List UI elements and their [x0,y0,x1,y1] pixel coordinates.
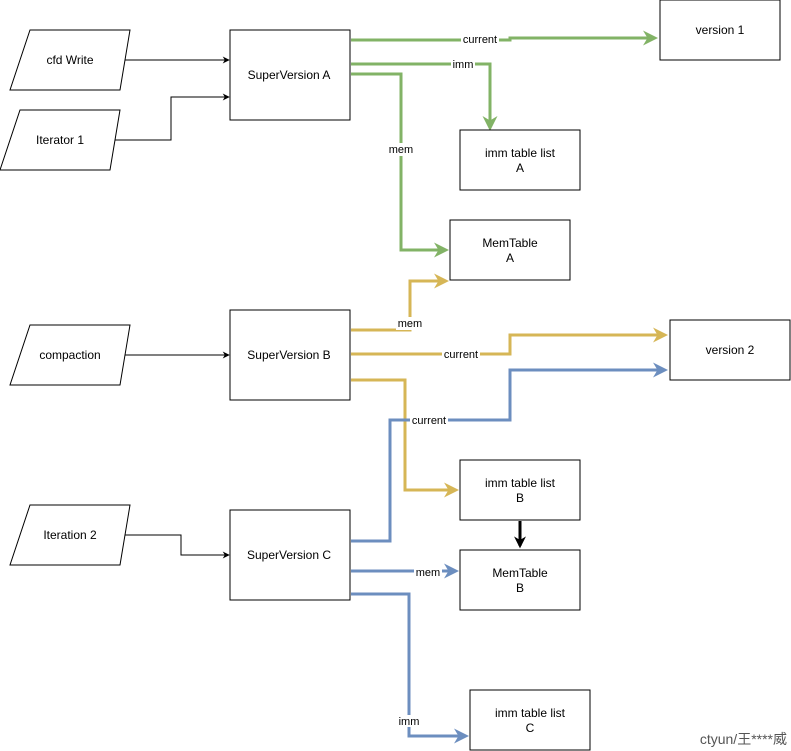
svg-text:cfd Write: cfd Write [46,53,93,67]
watermark: ctyun/王****威 [699,731,787,747]
input-iteration-2: Iteration 2 [9,504,131,566]
edge-label-a-mem: mem [387,143,415,156]
edges-superversion-b [351,273,668,498]
svg-text:SuperVersion B: SuperVersion B [247,348,330,362]
svg-text:imm table list: imm table list [495,706,566,720]
edges-inputs [110,56,230,559]
edge-a-imm [351,62,498,131]
svg-text:imm: imm [453,59,474,71]
svg-text:MemTable: MemTable [482,236,538,250]
version-1-box: version 1 [659,0,781,61]
svg-text:imm: imm [399,716,420,728]
svg-text:mem: mem [398,318,422,330]
version-2-box: version 2 [669,319,791,381]
svg-text:B: B [516,491,524,505]
svg-text:version 1: version 1 [696,23,745,37]
svg-text:current: current [463,34,497,46]
input-iterator-1: Iterator 1 [0,109,121,171]
edge-c-imm [351,592,469,744]
edge-label-c-current: current [410,414,448,427]
edge-b-current [351,327,668,356]
svg-text:version 2: version 2 [706,343,755,357]
svg-text:A: A [506,251,514,265]
svg-text:mem: mem [389,144,413,156]
input-compaction: compaction [9,324,131,386]
memtable-a-box: MemTable A [449,219,571,281]
edge-label-a-imm: imm [451,58,475,71]
edge-iterator-1 [110,93,230,141]
svg-text:imm table list: imm table list [485,146,556,160]
svg-text:mem: mem [416,567,440,579]
superversion-c-box: SuperVersion C [229,509,351,601]
svg-text:C: C [526,721,535,735]
svg-text:MemTable: MemTable [492,566,548,580]
memtable-b-box: MemTable B [459,549,581,611]
svg-text:A: A [516,161,524,175]
svg-text:B: B [516,581,524,595]
svg-text:Iterator 1: Iterator 1 [36,133,84,147]
edge-iteration-2 [120,534,230,559]
edge-a-current [351,30,658,46]
svg-text:SuperVersion C: SuperVersion C [247,548,331,562]
edge-b-imm [351,378,459,498]
superversion-b-box: SuperVersion B [229,309,351,401]
edge-label-b-current: current [442,348,480,361]
edge-a-mem [351,72,449,258]
edge-label-c-mem: mem [414,566,442,579]
svg-text:imm table list: imm table list [485,476,556,490]
imm-table-list-a-box: imm table list A [459,129,581,191]
edge-b-mem [351,273,449,332]
svg-text:SuperVersion A: SuperVersion A [248,68,331,82]
edge-label-b-mem: mem [396,317,424,330]
edge-label-c-imm: imm [397,715,421,728]
svg-text:current: current [412,415,446,427]
superversion-a-box: SuperVersion A [229,29,351,121]
svg-text:current: current [444,349,478,361]
svg-text:compaction: compaction [39,348,100,362]
imm-table-list-b-box: imm table list B [459,459,581,521]
edge-label-a-current: current [461,33,499,46]
svg-text:Iteration 2: Iteration 2 [43,528,97,542]
edges-superversion-a [351,30,658,258]
input-cfd-write: cfd Write [9,29,131,91]
edge-c-current [351,362,668,543]
imm-table-list-c-box: imm table list C [469,689,591,751]
